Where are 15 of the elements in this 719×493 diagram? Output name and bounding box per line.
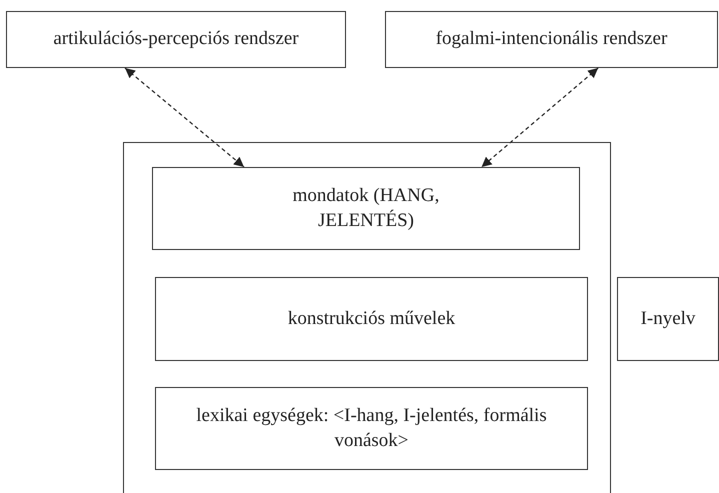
box-label: I-nyelv: [640, 306, 696, 331]
box-label: artikulációs-percepciós rendszer: [53, 27, 299, 52]
box-label: mondatok (HANG, JELENTÉS): [292, 184, 440, 232]
text-box: [152, 167, 580, 250]
dashed-double-arrow: [481, 68, 598, 168]
open-frame: [123, 142, 611, 493]
text-box: [385, 11, 718, 68]
box-label: fogalmi-intencionális rendszer: [436, 27, 668, 52]
dashed-double-arrow: [124, 68, 244, 168]
text-box: [155, 387, 588, 470]
text-box: [617, 277, 719, 361]
box-label: konstrukciós művelek: [288, 306, 456, 331]
box-label: lexikai egységek: <I-hang, I-jelentés, formális vonások>: [195, 404, 548, 452]
text-box: [155, 277, 588, 361]
text-box: [6, 11, 346, 68]
